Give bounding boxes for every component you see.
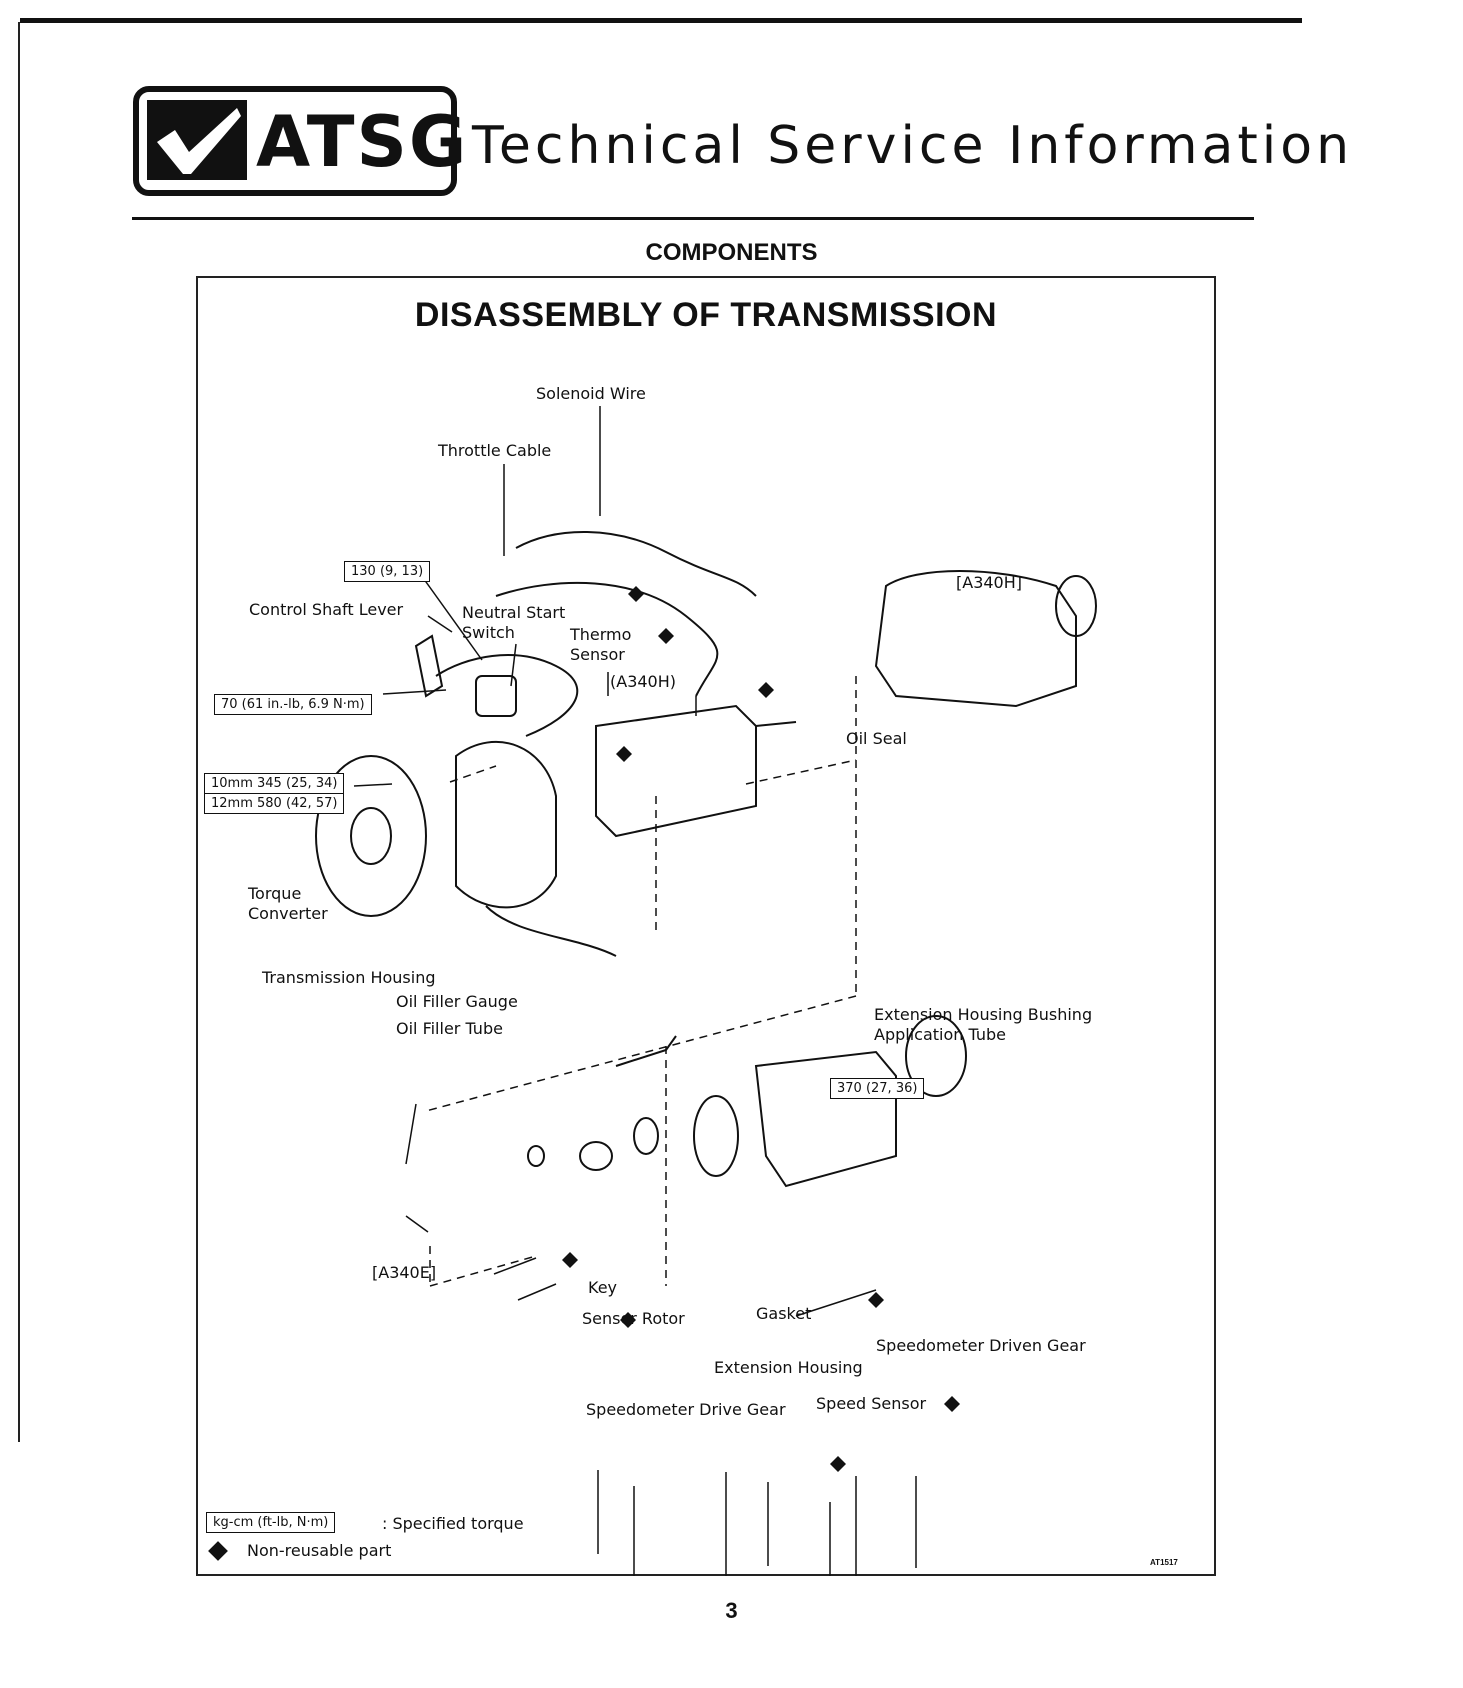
logo-text: ATSG <box>256 101 469 183</box>
torque-70: 70 (61 in.-lb, 6.9 N·m) <box>214 694 372 715</box>
legend-torque-box: kg-cm (ft-lb, N·m) <box>206 1512 336 1533</box>
a340h-transmission <box>874 570 1077 708</box>
label-sensor-rotor: Sensor Rotor <box>582 1309 685 1328</box>
header-title: Technical Service Information <box>472 116 1354 176</box>
label-speedometer-driven-gear: Speedometer Driven Gear <box>876 1336 1086 1355</box>
label-gasket: Gasket <box>756 1304 812 1323</box>
exploded-view-drawing <box>315 406 1097 1576</box>
checkmark-icon <box>147 100 247 180</box>
label-extension-housing: Extension Housing <box>714 1358 863 1377</box>
atsg-logo <box>133 86 457 196</box>
figure-code: AT1517 <box>1150 1558 1178 1567</box>
extension-housing <box>754 1050 897 1188</box>
label-speedometer-drive-gear: Speedometer Drive Gear <box>586 1400 786 1419</box>
leader-lines <box>353 406 917 1576</box>
label-transmission-housing: Transmission Housing <box>262 968 436 987</box>
oil-filler-tube <box>485 905 617 957</box>
transmission-case <box>595 704 757 838</box>
legend-nonreusable: Non-reusable part <box>247 1541 392 1560</box>
label-key: Key <box>588 1278 618 1297</box>
label-thermo-1: Thermo <box>570 625 632 644</box>
label-oil-seal: Oil Seal <box>846 729 907 748</box>
header-rule <box>132 217 1254 220</box>
label-neutral-start-2: Switch <box>462 623 515 642</box>
label-oil-filler-tube: Oil Filler Tube <box>396 1019 503 1038</box>
label-solenoid-wire: Solenoid Wire <box>536 384 646 403</box>
control-shaft-lever <box>414 634 444 698</box>
label-a340h-small: (A340H) <box>610 672 676 691</box>
extension-housing-flange <box>905 1015 967 1097</box>
label-thermo-2: Sensor <box>570 645 625 664</box>
section-title: COMPONENTS <box>645 239 818 266</box>
neutral-start-switch <box>475 675 517 717</box>
label-a340h-top: [A340H] <box>956 573 1022 592</box>
key-washer <box>527 1145 545 1167</box>
nonreusable-markers <box>562 586 960 1472</box>
transmission-housing <box>455 740 557 909</box>
solenoid-wire-harness <box>515 530 757 597</box>
left-rule <box>18 22 20 1442</box>
label-neutral-start-1: Neutral Start <box>462 603 566 622</box>
gasket-ring <box>693 1095 739 1177</box>
label-a340e: [A340E] <box>372 1263 437 1282</box>
speedometer-drive-gear <box>633 1117 659 1155</box>
diagram-frame <box>196 276 1216 1576</box>
torque-12mm: 12mm 580 (42, 57) <box>204 793 345 814</box>
label-oil-filler-gauge: Oil Filler Gauge <box>396 992 518 1011</box>
diagram-title: DISASSEMBLY OF TRANSMISSION <box>414 296 998 334</box>
label-torque-converter-2: Converter <box>248 904 328 923</box>
label-control-shaft-lever: Control Shaft Lever <box>249 600 404 619</box>
top-rule <box>20 18 1302 23</box>
bushing-application-tube <box>615 1035 677 1067</box>
label-speed-sensor: Speed Sensor <box>816 1394 927 1413</box>
throttle-cable <box>495 581 719 697</box>
page-number: 3 <box>725 1598 738 1623</box>
torque-130: 130 (9, 13) <box>344 561 431 582</box>
sensor-rotor <box>579 1141 613 1171</box>
label-throttle-cable: Throttle Cable <box>438 441 552 460</box>
torque-370: 370 (27, 36) <box>830 1078 925 1099</box>
label-torque-converter-1: Torque <box>248 884 302 903</box>
torque-converter <box>315 755 427 917</box>
neutral-start-switch-cable <box>435 654 579 737</box>
label-ext-bushing-2: Application Tube <box>874 1025 1006 1044</box>
torque-10mm: 10mm 345 (25, 34) <box>204 773 345 794</box>
label-ext-bushing-1: Extension Housing Bushing <box>874 1005 1093 1024</box>
legend-torque-desc: : Specified torque <box>382 1514 524 1533</box>
dashed-assembly-lines <box>425 676 857 1287</box>
